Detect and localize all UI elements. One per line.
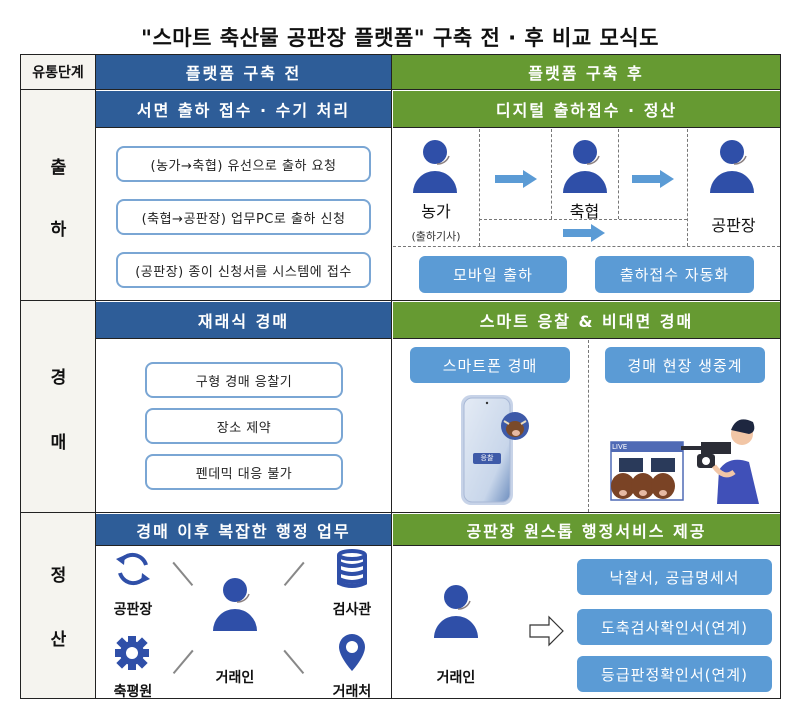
dotted-divider (687, 129, 688, 246)
location-pin-icon (339, 634, 365, 671)
after-settlement-title: 공판장 원스톱 행정서비스 제공 (393, 514, 780, 546)
arrow-right-icon (563, 224, 605, 242)
dotted-divider (479, 219, 687, 220)
column-divider (391, 55, 392, 698)
refresh-icon (116, 552, 150, 586)
stage-settlement: 정 산 (21, 513, 96, 698)
arrow-right-icon (495, 170, 537, 188)
after-column-header: 플랫폼 구축 후 (392, 55, 780, 90)
person-icon (413, 140, 457, 193)
actor-farm-sub: (출하기사) (411, 230, 461, 243)
dotted-divider (393, 246, 780, 247)
person-icon (434, 585, 478, 638)
live-camera-illustration (610, 419, 759, 504)
pill-auto-intake: 출하접수 자동화 (595, 256, 754, 293)
gear-icon (115, 636, 149, 670)
connector-line (172, 561, 194, 586)
connector-line (172, 649, 194, 674)
before-settlement-title: 경매 이후 복잡한 행정 업무 (96, 514, 391, 546)
smartphone-icon (461, 395, 529, 505)
before-shipping-item: (농가→축협) 유선으로 출하 요청 (116, 146, 371, 182)
outline-arrow-right-icon (529, 615, 564, 647)
pill-winning-bid-doc: 낙찰서, 공급명세서 (577, 559, 772, 595)
pill-slaughter-inspection-doc: 도축검사확인서(연계) (577, 609, 772, 645)
after-trader: 거래인 (436, 670, 476, 686)
before-shipping-title: 서면 출하 접수 · 수기 처리 (96, 91, 391, 128)
before-auction-item: 구형 경매 응찰기 (145, 362, 343, 398)
comparison-table: 유통단계 플랫폼 구축 전 플랫폼 구축 후 출 하 경 매 정 산 서면 출하… (20, 54, 781, 700)
node-market: 공판장 (113, 602, 153, 618)
after-shipping-title: 디지털 출하접수 · 정산 (393, 91, 780, 128)
center-trader: 거래인 (215, 670, 255, 686)
after-auction-title: 스마트 응찰 & 비대면 경매 (393, 302, 780, 339)
node-client: 거래처 (332, 684, 372, 700)
node-inspector: 검사관 (332, 602, 372, 618)
stage-column-header: 유통단계 (21, 55, 96, 90)
row-divider (21, 300, 780, 301)
connector-line (283, 561, 305, 586)
dotted-divider (618, 129, 619, 219)
actor-market: 공판장 (711, 216, 756, 235)
person-icon (710, 140, 754, 193)
stage-auction: 경 매 (21, 301, 96, 513)
pill-smartphone-auction: 스마트폰 경매 (410, 347, 570, 383)
before-shipping-item: (축협→공판장) 업무PC로 출하 신청 (116, 199, 371, 235)
before-column-header: 플랫폼 구축 전 (96, 55, 392, 90)
person-icon (213, 578, 257, 631)
before-auction-item: 펜데믹 대응 불가 (145, 454, 343, 490)
before-auction-item: 장소 제약 (145, 408, 343, 444)
database-icon (337, 549, 367, 588)
dotted-divider (551, 129, 552, 219)
connector-line (283, 649, 305, 674)
dotted-divider (479, 129, 480, 246)
page-title: "스마트 축산물 공판장 플랫폼" 구축 전 · 후 비교 모식도 (141, 26, 659, 50)
node-grading-institute: 축평원 (113, 684, 153, 700)
pill-grade-certificate-doc: 등급판정확인서(연계) (577, 656, 772, 692)
actor-farm: 농가 (421, 202, 451, 221)
actor-coop: 축협 (569, 202, 600, 221)
pill-mobile-shipping: 모바일 출하 (419, 256, 567, 293)
pill-live-broadcast: 경매 현장 생중계 (605, 347, 765, 383)
row-divider (21, 512, 780, 513)
person-icon (563, 140, 607, 193)
before-shipping-item: (공판장) 종이 신청서를 시스템에 접수 (116, 252, 371, 288)
before-auction-title: 재래식 경매 (96, 302, 391, 339)
dotted-divider (588, 340, 589, 512)
arrow-right-icon (632, 170, 674, 188)
phone-bid-button: 응찰 (480, 454, 494, 462)
stage-shipping: 출 하 (21, 90, 96, 301)
live-badge: LIVE (612, 443, 628, 451)
